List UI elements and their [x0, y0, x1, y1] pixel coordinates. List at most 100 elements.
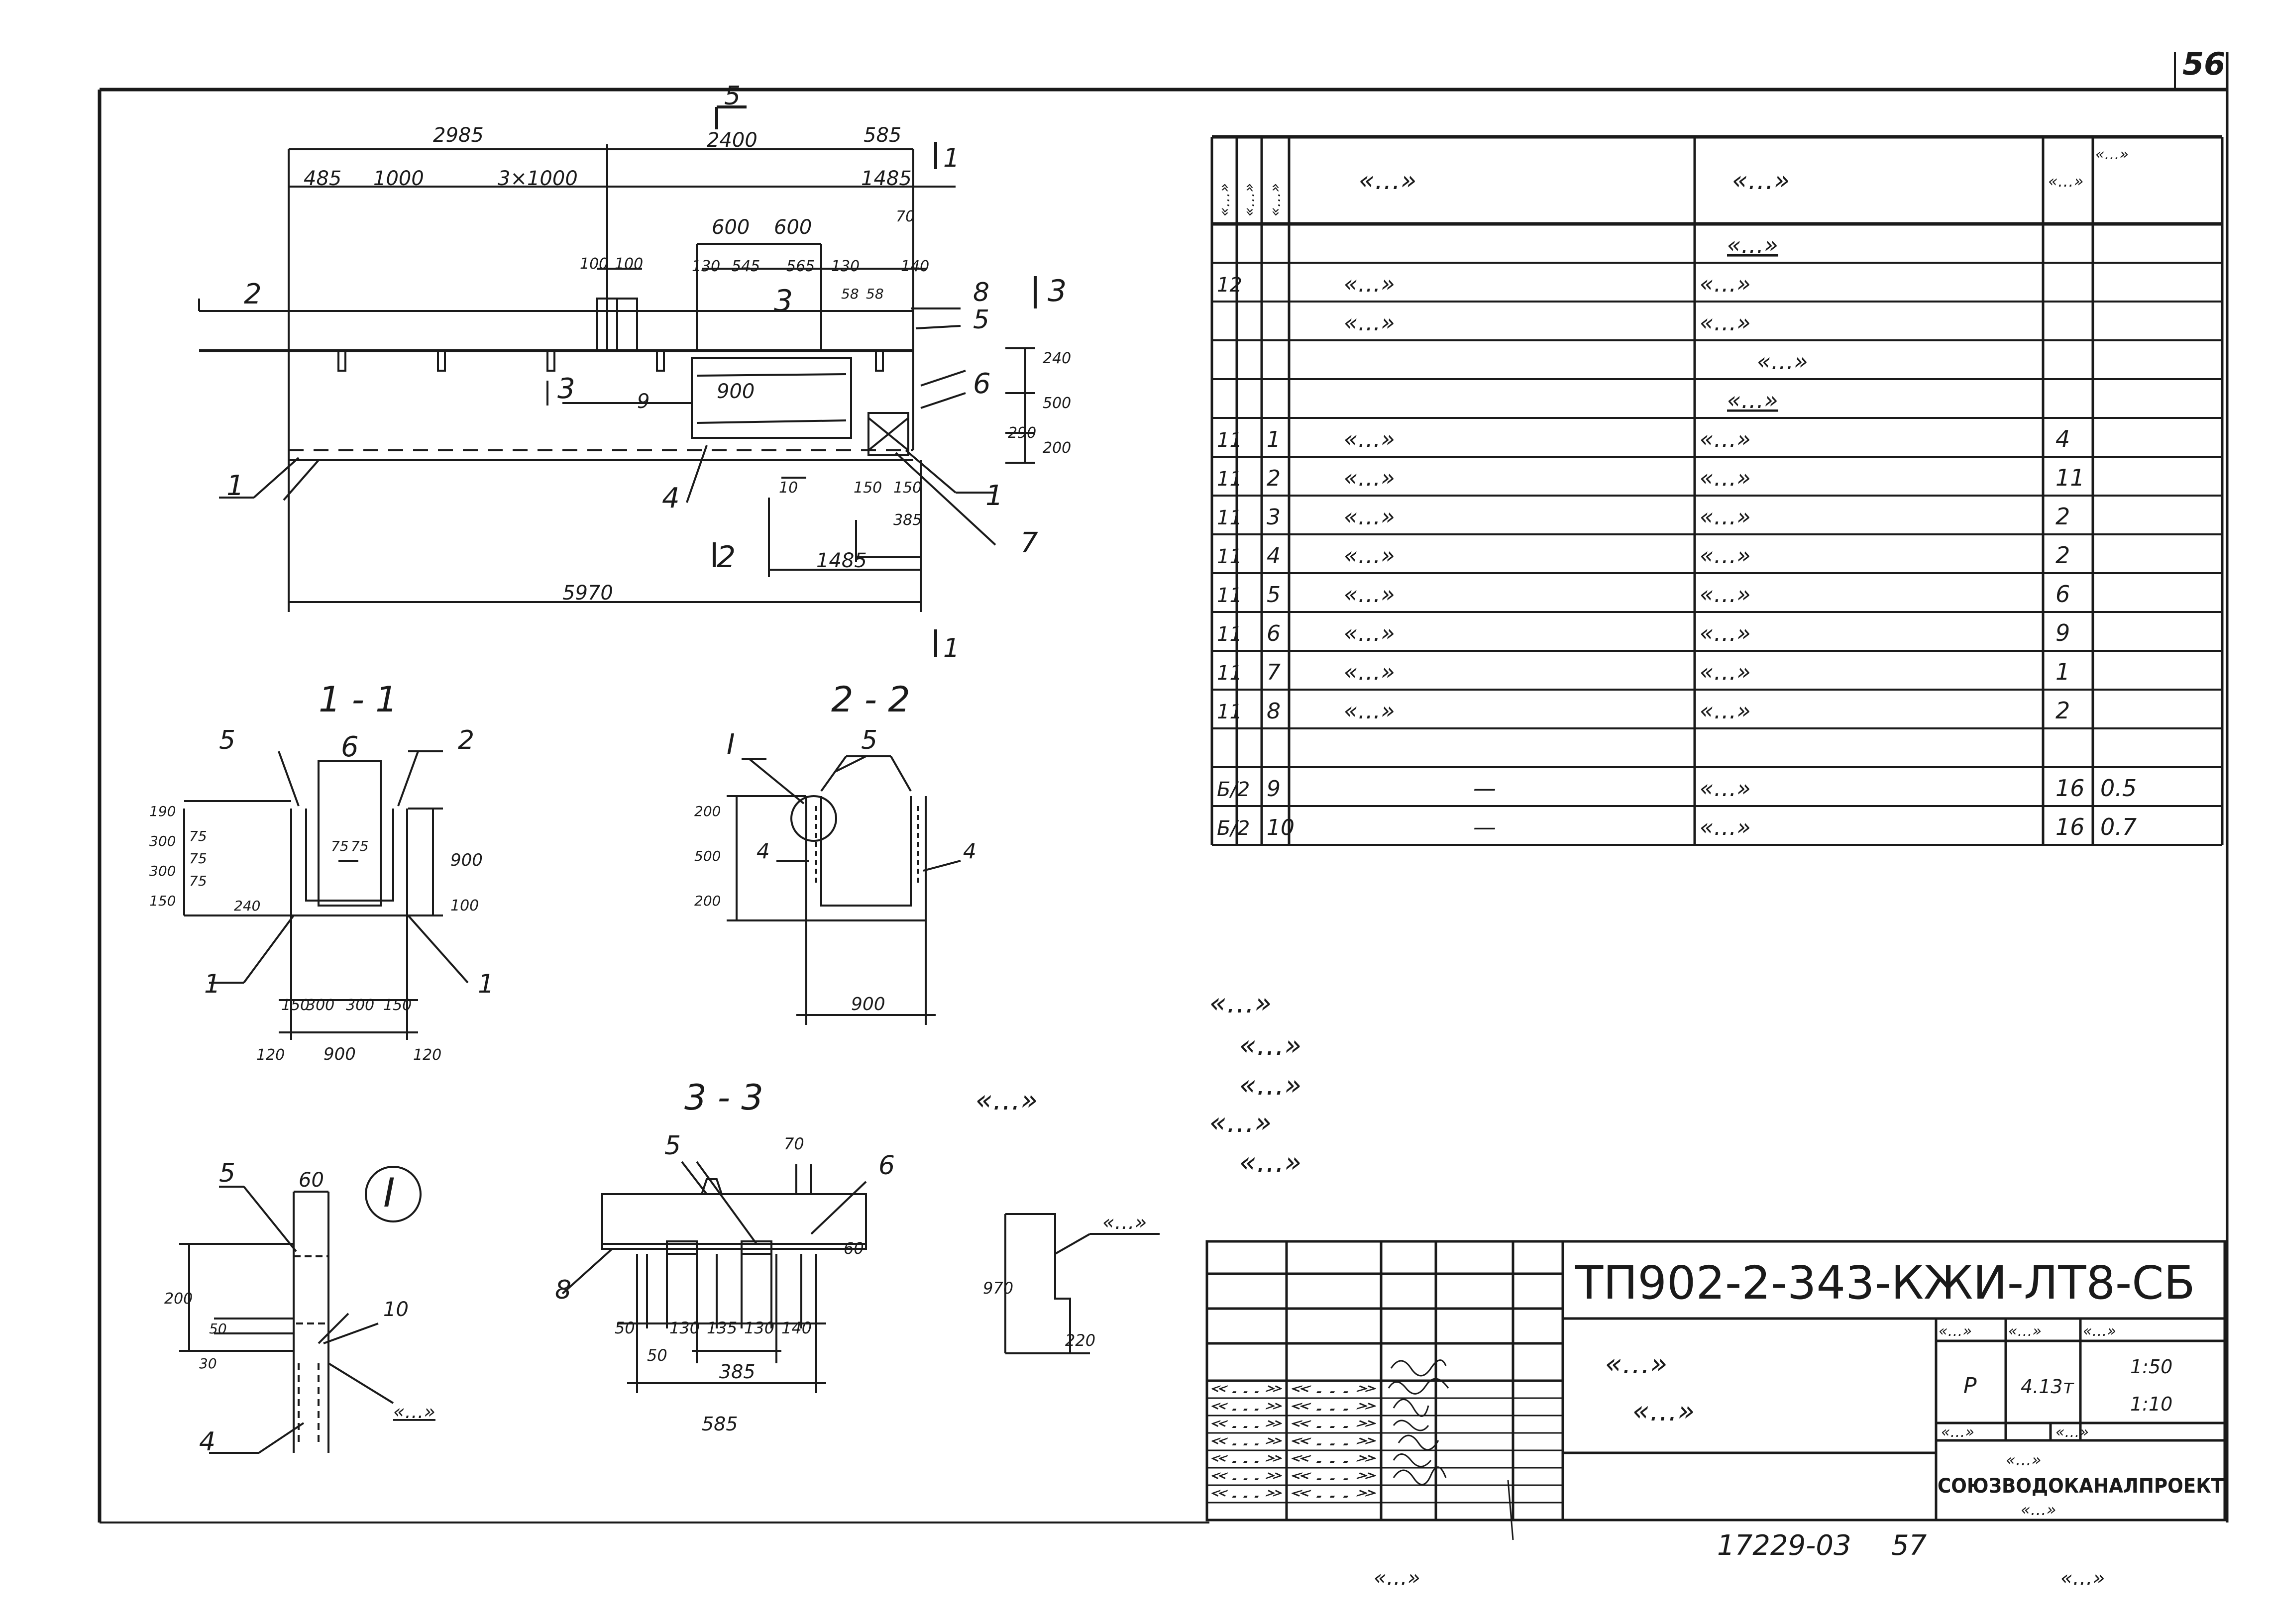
stage-value: Р [1963, 1373, 1977, 1399]
staff-0-name: «…» [1289, 1380, 1379, 1397]
spec-row-6-pos: 2 [1267, 466, 1281, 491]
dim-385: 385 [893, 511, 922, 529]
spec-row-12-pos: 8 [1267, 699, 1281, 724]
inventory-number: 17229-03 [1717, 1529, 1851, 1562]
section-1-1-labels: 1 - 1 5 6 2 1 1 150 300 300 150 120 900 … [149, 679, 494, 1064]
spec-row-10-name: «…» [1700, 619, 1751, 646]
detail-I-labels: I 5 10 4 60 200 50 30 «…» [164, 1158, 435, 1457]
staff-6-name: «…» [1289, 1484, 1379, 1502]
scale-1-50: 1:50 [2130, 1356, 2172, 1378]
s11-dim-100-right: 100 [450, 897, 479, 914]
main-plan-view [198, 105, 1037, 657]
s11-dim-900: 900 [324, 1044, 356, 1064]
section-mark-1-top: 1 [943, 143, 960, 173]
spec-row-2-designation: «…» [1344, 309, 1395, 336]
s11-callout-6: 6 [341, 731, 359, 763]
drawing-code: ТП902-2-343-КЖИ-ЛТ8-СБ [1575, 1256, 2195, 1310]
position-9-rebar-label: «…» [1102, 1211, 1147, 1234]
spec-row-14-qty: 16 [2055, 775, 2085, 802]
dim-total-5970: 5970 [562, 582, 613, 605]
scale-header: «…» [2083, 1322, 2116, 1340]
s33-dim-140: 140 [781, 1319, 812, 1337]
dim-585: 585 [864, 124, 901, 147]
dim-290: 290 [1008, 424, 1036, 442]
staff-2-role: «…» [1209, 1415, 1284, 1432]
callout-1-right: 1 [985, 480, 1003, 512]
spec-row-12-name: «…» [1700, 697, 1751, 724]
s22-dim-900: 900 [851, 994, 885, 1015]
spec-row-12-qty: 2 [2055, 697, 2070, 724]
note-2-line-1: «…» [1209, 1107, 1272, 1139]
detail-I [179, 1166, 422, 1454]
spec-row-6-fmt: 11 [1217, 468, 1242, 491]
spec-row-8-fmt: 11 [1217, 545, 1242, 568]
header-qty: «…» [2048, 172, 2084, 191]
spec-table-grid [1210, 135, 2224, 846]
section-mark-2: 2 [717, 540, 736, 575]
dim-500: 500 [1043, 395, 1071, 412]
section-3-3-title: 3 - 3 [684, 1077, 763, 1118]
s11-callout-1-right: 1 [478, 969, 494, 999]
spec-row-15-pos: 10 [1267, 815, 1295, 840]
spec-row-7-pos: 3 [1267, 505, 1281, 530]
spec-row-11-designation: «…» [1344, 658, 1395, 685]
s11-dim-120-a: 120 [256, 1046, 285, 1064]
header-position: «…» [1267, 183, 1284, 216]
dim-150-a: 150 [854, 479, 882, 497]
dim-58-a: 58 [841, 286, 859, 302]
s11-dim-300-a: 300 [306, 997, 334, 1014]
scale-1-10: 1:10 [2130, 1393, 2172, 1415]
signatures [1388, 1359, 1514, 1540]
spec-row-14-designation: — [1473, 775, 1496, 802]
dim-485: 485 [304, 167, 341, 190]
detail-dim-200: 200 [164, 1290, 193, 1308]
section-2-2 [727, 755, 961, 1025]
spec-row-5-qty: 4 [2055, 425, 2070, 452]
s11-dim-120-b: 120 [413, 1046, 441, 1064]
dim-150-b: 150 [893, 479, 922, 497]
stage-header: «…» [1939, 1322, 1972, 1340]
sheet-label: «…» [1941, 1423, 1974, 1441]
spec-row-8-designation: «…» [1344, 542, 1395, 569]
spec-row-15-name: «…» [1700, 813, 1751, 840]
spec-row-15-qty: 16 [2055, 813, 2085, 840]
s11-dim-150-b: 150 [383, 997, 412, 1014]
spec-row-15-designation: — [1473, 813, 1496, 840]
s33-dim-385: 385 [719, 1361, 756, 1383]
s22-dim-500: 500 [694, 848, 721, 864]
org-city: «…» [2021, 1500, 2056, 1519]
callout-9: 9 [637, 390, 649, 413]
spec-row-2-name: «…» [1700, 309, 1751, 336]
section-2-2-title: 2 - 2 [831, 679, 910, 720]
spec-row-6-name: «…» [1700, 464, 1751, 491]
spec-row-8-name: «…» [1700, 542, 1751, 569]
callout-2: 2 [244, 278, 262, 310]
s11-dim-900-right: 900 [450, 850, 483, 870]
s11-dim-75-b: 75 [351, 838, 369, 854]
s33-dim-135: 135 [707, 1319, 737, 1337]
staff-1-name: «…» [1289, 1397, 1379, 1415]
spec-row-5-designation: «…» [1344, 425, 1395, 452]
product-name: «…» [1605, 1348, 1667, 1380]
staff-list: «…»«…»«…»«…»«…»«…»«…»«…»«…»«…»«…»«…»«…»«… [1209, 1380, 1379, 1502]
spec-table-cells: «…»«…»«…»«…»«…»«…»«…»«…»12«…»«…»«…»«…»«…… [1216, 146, 2137, 840]
s11-dim-75-v3: 75 [189, 873, 207, 889]
dim-1485: 1485 [861, 167, 912, 190]
s33-dim-60: 60 [844, 1239, 864, 1258]
spec-row-7-fmt: 11 [1217, 507, 1242, 529]
spec-row-12-designation: «…» [1344, 697, 1395, 724]
dim-1485-bottom: 1485 [816, 549, 867, 572]
mass-header: «…» [2008, 1322, 2042, 1340]
spec-row-10-fmt: 11 [1217, 623, 1242, 646]
detail-I-circle-label: I [383, 1170, 395, 1216]
callout-7: 7 [1020, 527, 1038, 559]
dim-900-opening: 900 [717, 380, 755, 403]
detail-dim-30: 30 [199, 1355, 217, 1372]
detail-note-line1: «…» [393, 1401, 435, 1422]
header-note: «…» [2095, 146, 2129, 163]
callout-3: 3 [557, 373, 575, 405]
sheets-label: «…» [2055, 1423, 2089, 1441]
section-1-1-title: 1 - 1 [319, 679, 398, 720]
s11-dim-240: 240 [234, 898, 260, 914]
